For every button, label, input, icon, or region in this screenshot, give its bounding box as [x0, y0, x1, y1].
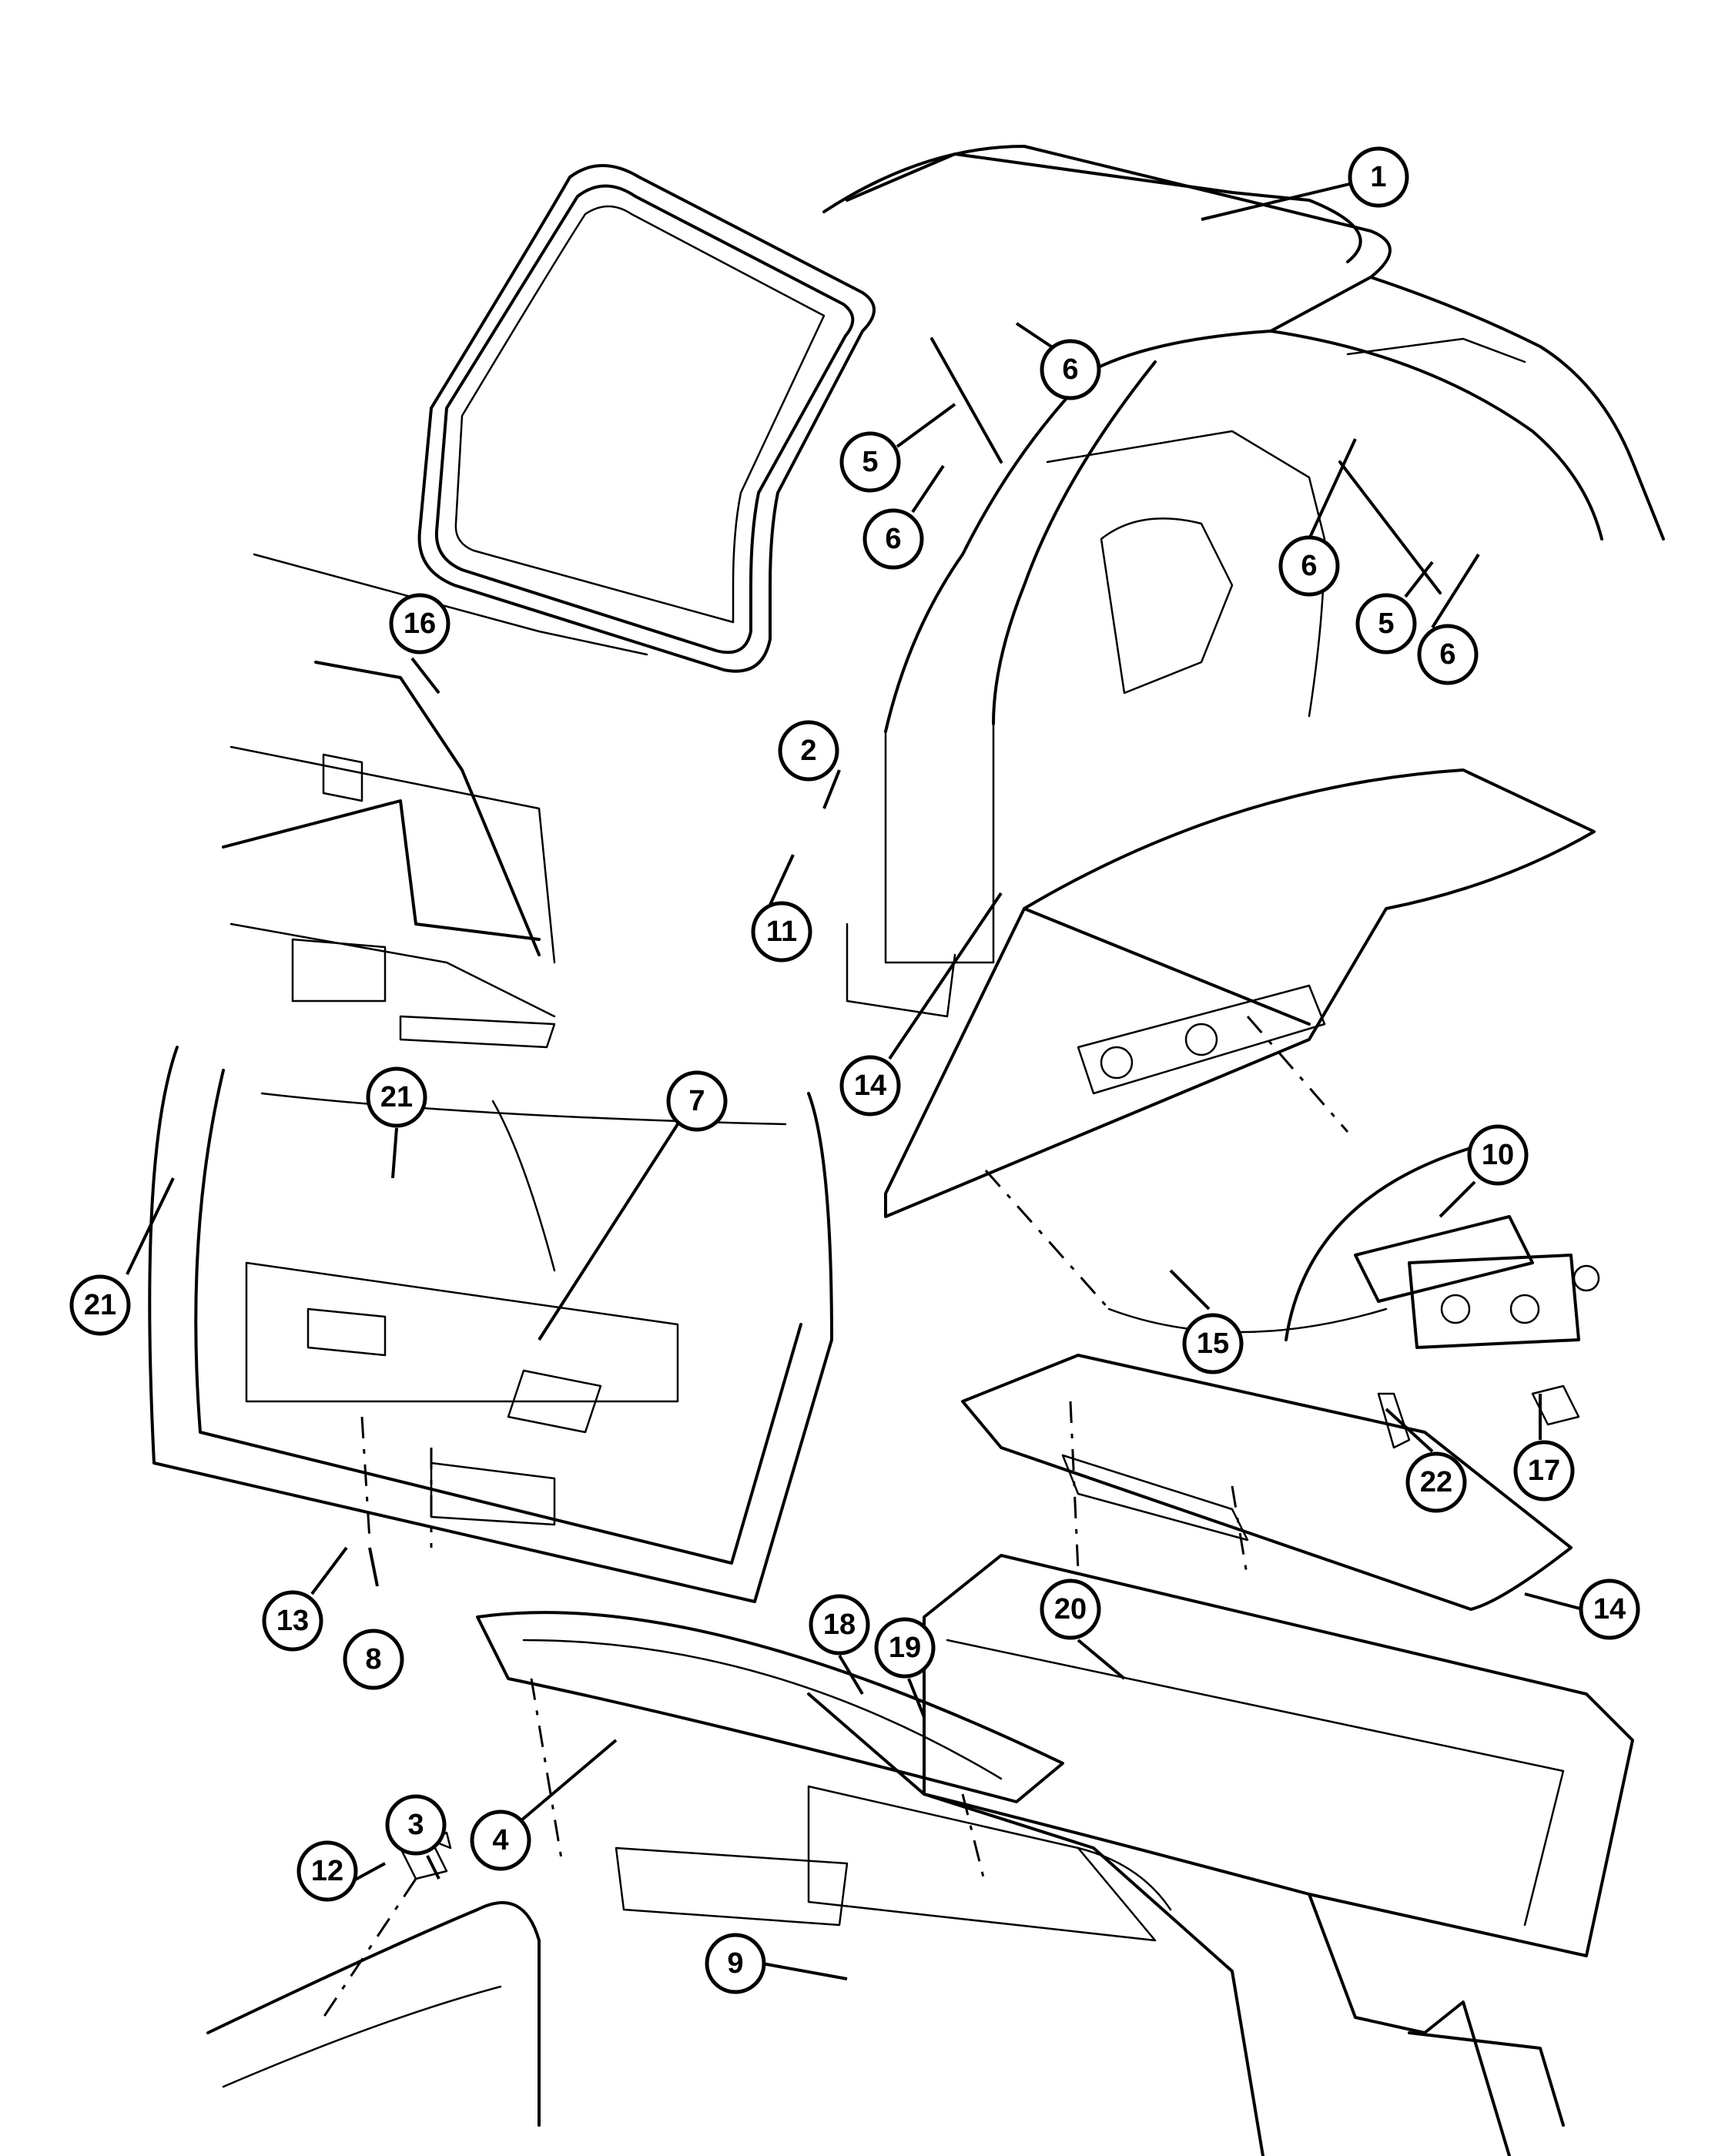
callout-14a: 14 — [839, 1055, 901, 1116]
callout-16: 16 — [389, 593, 451, 654]
callout-4: 4 — [470, 1810, 531, 1871]
liftgate-assembly-view — [884, 768, 1596, 1334]
callout-6d: 6 — [1417, 624, 1479, 685]
latch-detail-view — [1285, 1138, 1600, 1449]
callout-6a-label: 6 — [1062, 353, 1078, 386]
callout-9-label: 9 — [727, 1947, 743, 1980]
callout-16-label: 16 — [404, 608, 436, 640]
callout-8: 8 — [343, 1629, 404, 1690]
applique-view — [476, 1611, 1064, 1927]
callout-5a-label: 5 — [862, 446, 878, 478]
callout-19: 19 — [874, 1617, 936, 1679]
leader-lines — [126, 176, 1583, 1980]
callout-3: 3 — [385, 1794, 447, 1856]
callout-2: 2 — [778, 720, 839, 782]
callout-2-label: 2 — [800, 735, 816, 767]
callout-18: 18 — [809, 1594, 870, 1656]
callout-17-label: 17 — [1528, 1455, 1560, 1487]
callout-8-label: 8 — [365, 1643, 381, 1676]
callout-5b: 5 — [1355, 593, 1417, 654]
callout-22-label: 22 — [1420, 1466, 1452, 1498]
callout-15: 15 — [1182, 1313, 1244, 1374]
callout-21b-label: 21 — [84, 1289, 116, 1321]
callout-11: 11 — [751, 901, 812, 962]
callout-7-label: 7 — [688, 1085, 705, 1117]
callout-11-label: 11 — [766, 916, 797, 948]
callout-6a: 6 — [1040, 339, 1101, 400]
callout-7: 7 — [666, 1070, 728, 1132]
callout-21b: 21 — [69, 1274, 131, 1336]
callout-6b-label: 6 — [885, 523, 901, 555]
liftgate-inner-view — [148, 1046, 833, 1603]
callout-1: 1 — [1348, 146, 1409, 208]
callout-22: 22 — [1405, 1451, 1467, 1513]
callout-14b-label: 14 — [1593, 1593, 1626, 1625]
callout-6d-label: 6 — [1439, 638, 1455, 671]
callout-21a-label: 21 — [380, 1081, 413, 1113]
callout-20-label: 20 — [1054, 1593, 1087, 1625]
body-opening-view — [822, 145, 1665, 1018]
callout-14b: 14 — [1579, 1578, 1640, 1640]
latch-area-view — [222, 553, 648, 1049]
bottom-left-view — [206, 1831, 541, 2127]
callout-12: 12 — [296, 1840, 358, 1902]
callout-6b: 6 — [862, 508, 924, 570]
callout-15-label: 15 — [1197, 1327, 1229, 1360]
callout-10-label: 10 — [1482, 1139, 1514, 1171]
callout-6c: 6 — [1278, 535, 1340, 597]
callout-10: 10 — [1467, 1124, 1529, 1186]
callout-12-label: 12 — [311, 1855, 343, 1887]
callout-6c-label: 6 — [1301, 550, 1317, 582]
callout-17: 17 — [1513, 1440, 1575, 1502]
callout-18-label: 18 — [823, 1609, 856, 1641]
callout-20: 20 — [1040, 1578, 1101, 1640]
callout-5b-label: 5 — [1378, 608, 1394, 640]
callout-13-label: 13 — [276, 1605, 309, 1637]
liftgate-glass-view — [807, 1554, 1634, 2156]
liftgate-weatherstrip — [417, 164, 876, 673]
callout-4-label: 4 — [492, 1824, 508, 1856]
callout-1-label: 1 — [1370, 161, 1386, 193]
callout-19-label: 19 — [889, 1632, 921, 1664]
callout-9: 9 — [705, 1933, 766, 1994]
callout-3-label: 3 — [407, 1809, 424, 1841]
callout-13: 13 — [262, 1590, 323, 1652]
callout-21a: 21 — [366, 1066, 427, 1128]
spoiler-view — [961, 1354, 1573, 1611]
callout-14a-label: 14 — [854, 1070, 886, 1102]
callout-5a: 5 — [839, 431, 901, 493]
